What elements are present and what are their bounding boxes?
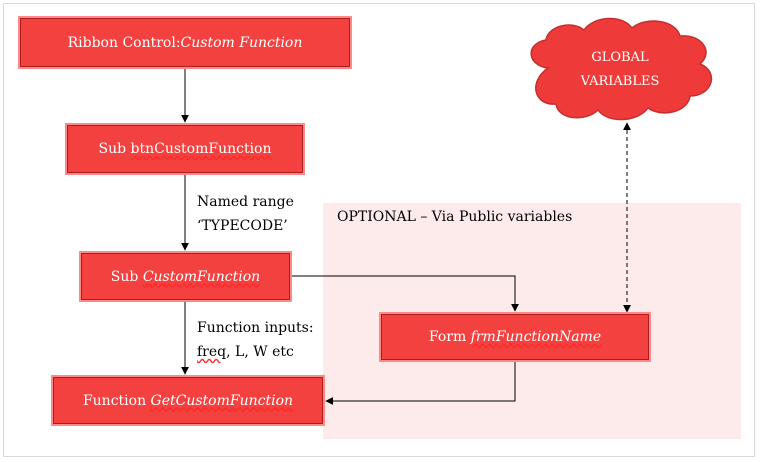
ribbon-control-prefix: Ribbon Control:	[67, 34, 181, 51]
sub-custom-prefix: Sub	[110, 268, 143, 285]
form-prefix: Form	[428, 329, 471, 345]
ribbon-control-name: Custom Function	[180, 34, 303, 51]
sub-btn-name: btnCustomFunction	[130, 141, 272, 157]
function-inputs-label: Function inputs: freq, L, W etc	[197, 316, 314, 364]
named-range-label: Named range ‘TYPECODE’	[197, 190, 294, 238]
ribbon-control-box: Ribbon Control: Custom Function	[20, 18, 350, 67]
function-name: GetCustomFunction	[150, 392, 294, 409]
function-inputs-freq: freq	[197, 344, 227, 360]
arrow-custom-to-form	[290, 275, 519, 312]
diagram-frame	[3, 3, 755, 457]
sub-btn-custom-function-box: Sub btnCustomFunction	[67, 125, 303, 173]
named-range-line1: Named range	[197, 194, 294, 210]
form-name: frmFunctionName	[470, 329, 602, 345]
cloud-label: GLOBAL VARIABLES	[560, 46, 680, 94]
sub-btn-prefix: Sub	[98, 141, 131, 157]
function-inputs-line2: freq, L, W etc	[197, 340, 314, 364]
cloud-label-line1: GLOBAL	[591, 50, 649, 65]
sub-custom-name: CustomFunction	[142, 268, 261, 285]
function-prefix: Function	[82, 392, 151, 409]
form-function-name-box: Form frmFunctionName	[381, 314, 649, 360]
named-range-line2: ‘TYPECODE’	[197, 218, 288, 234]
arrow-form-to-function	[325, 360, 516, 405]
function-get-custom-function-box: Function GetCustomFunction	[53, 377, 323, 424]
sub-custom-function-box: Sub CustomFunction	[81, 253, 290, 300]
function-inputs-line1: Function inputs:	[197, 320, 314, 336]
cloud-label-line2: VARIABLES	[580, 74, 660, 89]
cloud-shape	[530, 17, 713, 121]
optional-region-label: OPTIONAL – Via Public variables	[337, 209, 573, 225]
function-inputs-rest: , L, W etc	[226, 344, 294, 360]
